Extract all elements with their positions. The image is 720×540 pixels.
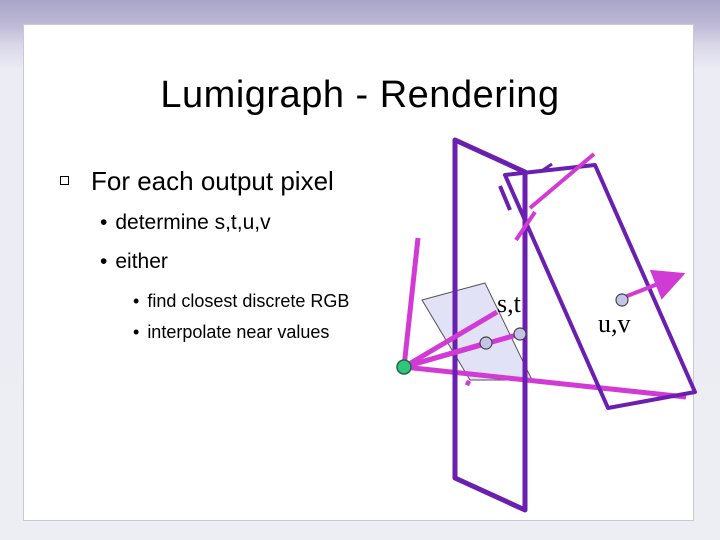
dot-bullet-icon: • (100, 211, 108, 234)
bullet-text: interpolate near values (147, 322, 330, 342)
slide-background (23, 24, 694, 521)
ray-line (464, 379, 472, 387)
ray-line (403, 340, 487, 370)
bullet-text: determine s,t,u,v (115, 211, 271, 234)
st-corner-mark (498, 185, 512, 211)
uv-plane-label: u,v (598, 309, 631, 338)
dot-bullet-icon: • (100, 250, 108, 273)
ray-line (401, 237, 421, 368)
bullet-level3: • interpolate near values (133, 322, 329, 343)
st-plane-frame (452, 137, 528, 513)
uv-plane-frame (503, 163, 697, 410)
bullet-level3: • find closest discrete RGB (133, 291, 349, 312)
dot-bullet-icon: • (133, 322, 140, 342)
bullet-level2: • determine s,t,u,v (100, 211, 271, 235)
slide-title: Lumigraph - Rendering (160, 74, 560, 116)
bullet-level2: • either (100, 250, 168, 274)
bullet-text: find closest discrete RGB (147, 291, 350, 311)
ray-line (514, 210, 537, 242)
ray-line (403, 364, 687, 400)
sample-point (615, 293, 629, 307)
dot-bullet-icon: • (133, 291, 140, 311)
bullet-text: either (115, 250, 168, 273)
uv-corner-mark (539, 162, 553, 174)
ray-line (402, 309, 499, 370)
bullet-level1: For each output pixel (60, 166, 334, 197)
ray-line (528, 152, 596, 210)
bullet-text: For each output pixel (91, 166, 334, 196)
eye-point (396, 359, 412, 375)
square-bullet-icon (60, 176, 69, 185)
st-plane-label: s,t (497, 289, 522, 318)
sample-point (479, 336, 493, 350)
sample-point (513, 327, 527, 341)
